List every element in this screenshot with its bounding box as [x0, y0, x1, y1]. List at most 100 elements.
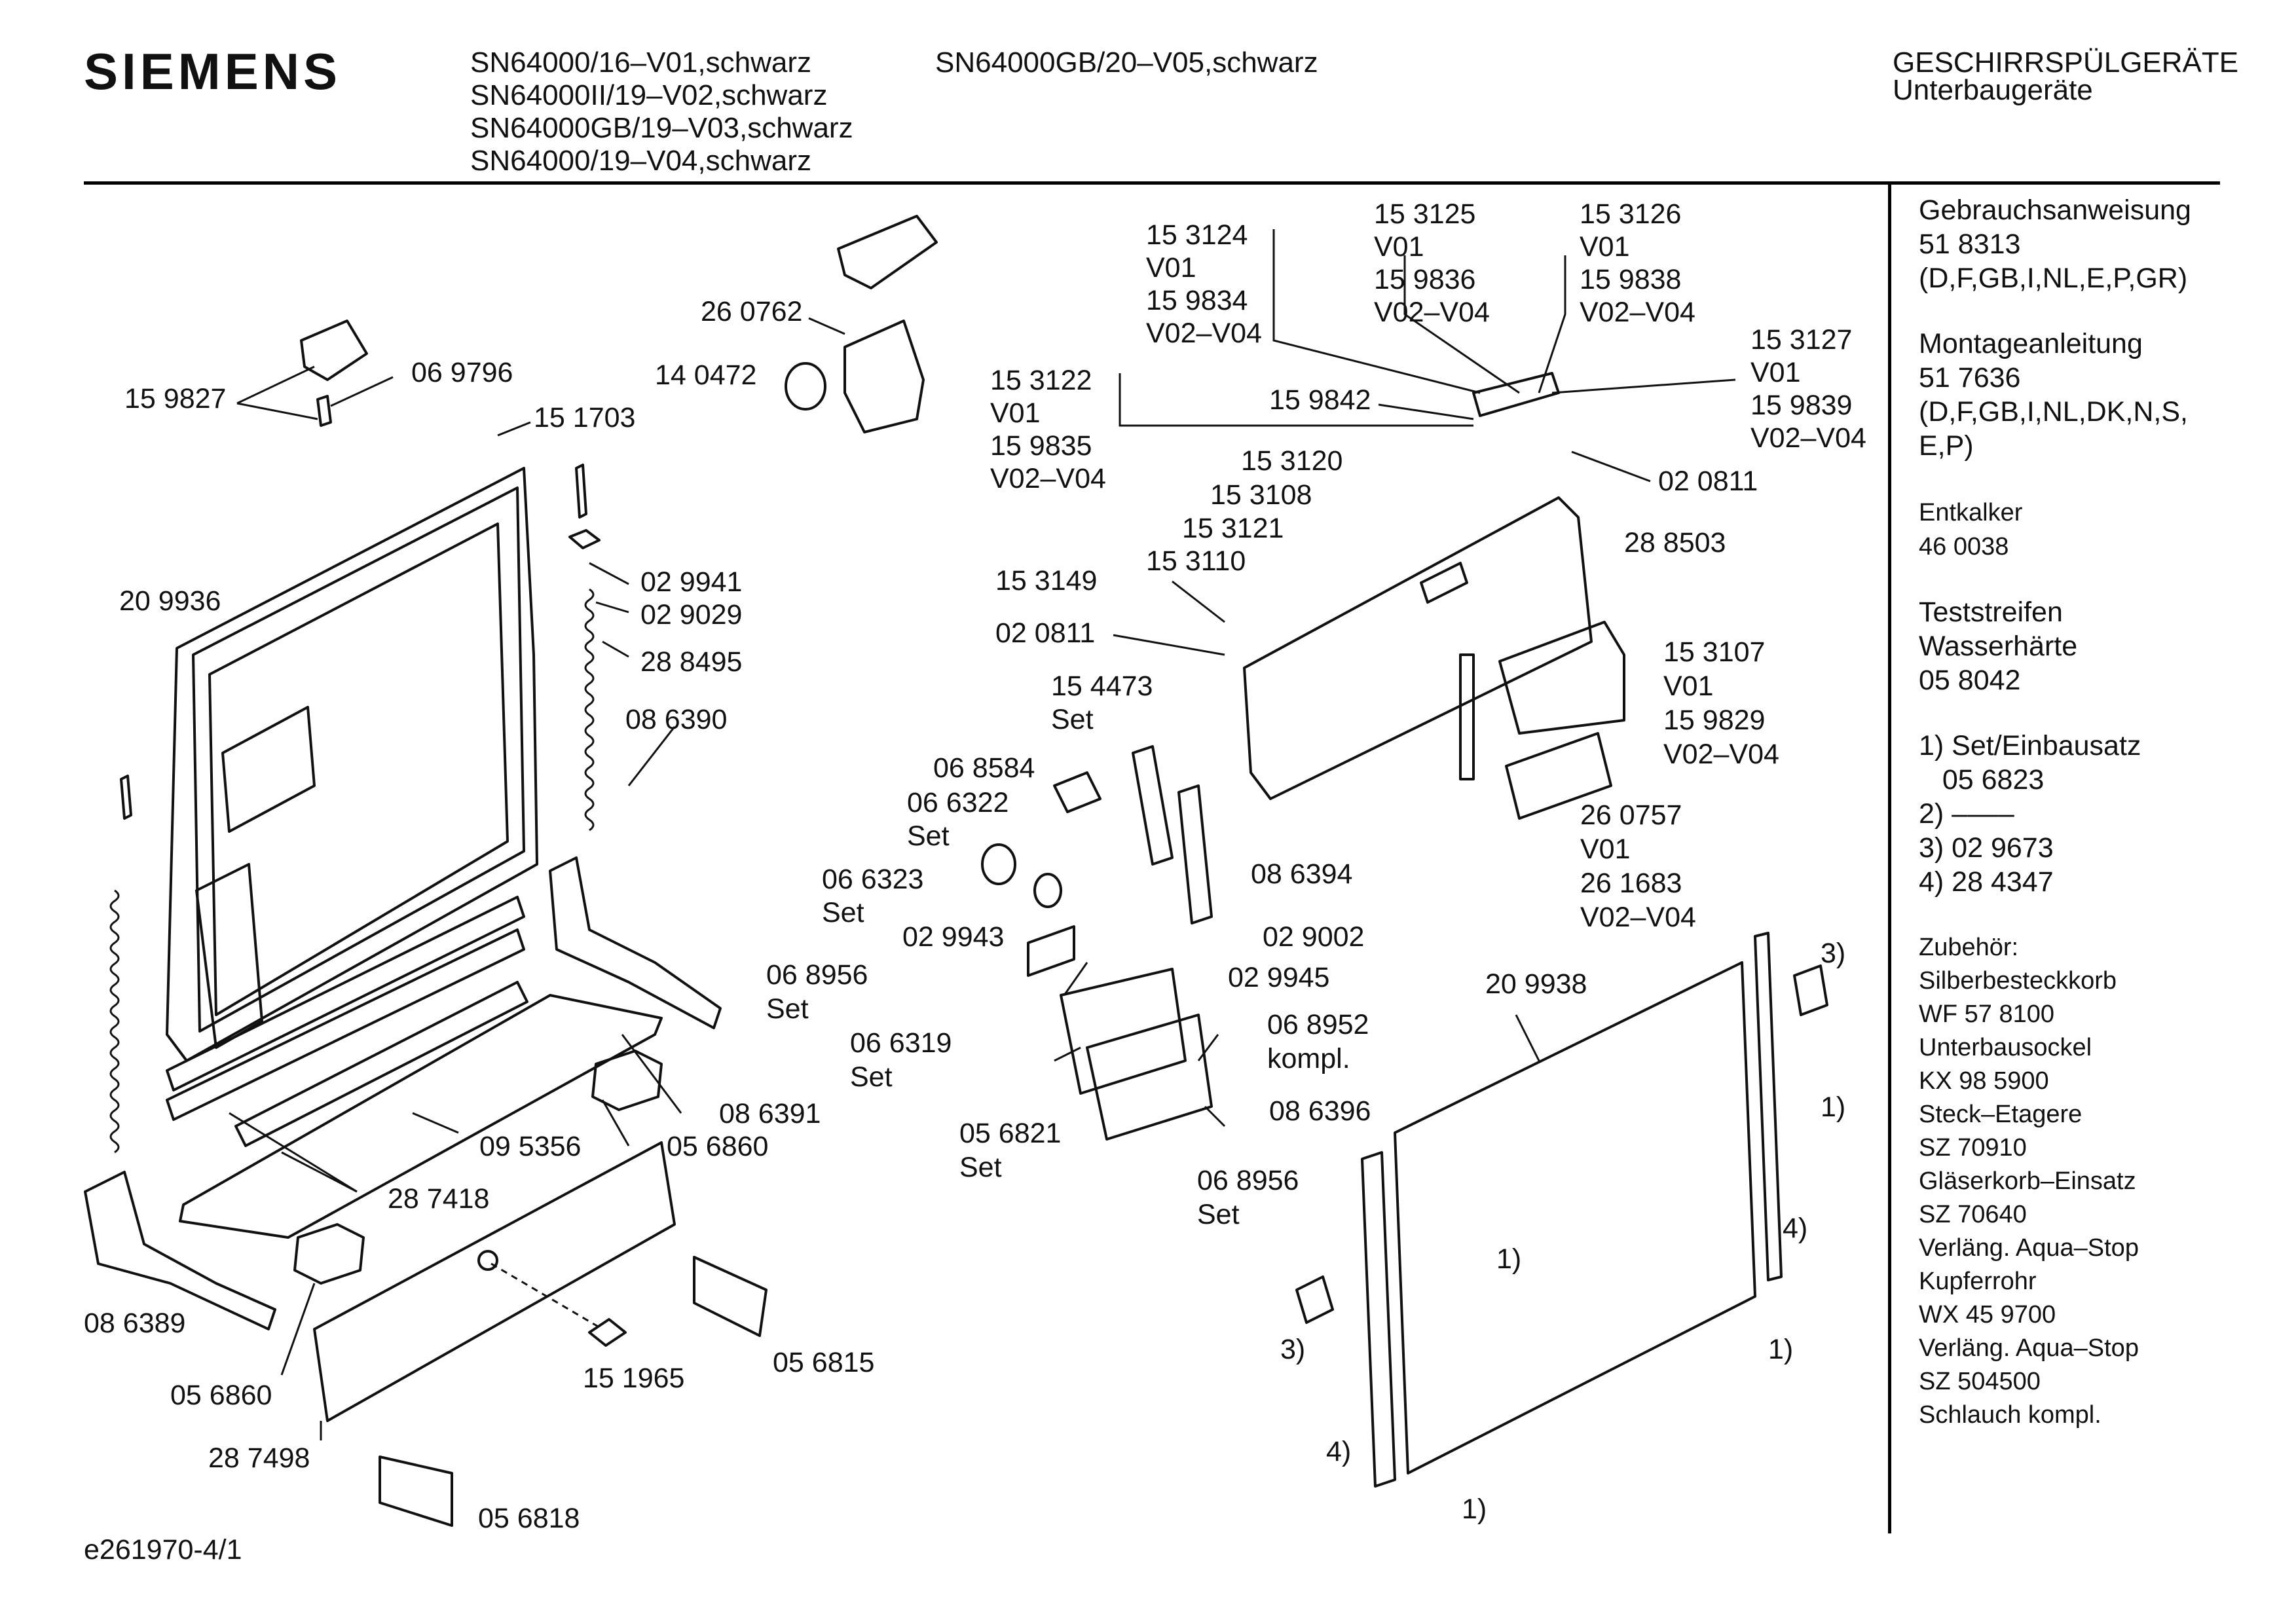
- sidebar-install-languages-2: E,P): [1919, 430, 1974, 462]
- part-label-261683: 26 1683: [1580, 868, 1682, 899]
- sidebar-accessory-line: Gläserkorb–Einsatz: [1919, 1167, 2136, 1195]
- part-label-066323-set: Set: [822, 897, 864, 928]
- part-label-153125: 15 3125: [1374, 198, 1476, 230]
- part-label-086391: 08 6391: [719, 1098, 821, 1129]
- header-divider: [84, 181, 2220, 185]
- part-label-153110: 15 3110: [1146, 545, 1246, 577]
- model-line-1: SN64000/16–V01,schwarz: [470, 46, 811, 79]
- part-label-029029: 02 9029: [640, 599, 743, 631]
- sidebar-accessory-line: Unterbausockel: [1919, 1034, 2092, 1061]
- part-label-153107: 15 3107: [1663, 636, 1766, 668]
- control-panel-carrier: [1243, 372, 1593, 800]
- part-label-029943: 02 9943: [902, 921, 1005, 953]
- part-label-159835: 15 9835: [990, 430, 1092, 462]
- timer-switch: [785, 215, 938, 433]
- part-label-154473: 15 4473: [1051, 670, 1153, 702]
- part-label-261683-variant: V02–V04: [1580, 902, 1696, 933]
- sidebar-accessory-line: Kupferrohr: [1919, 1268, 2037, 1295]
- sidebar-accessory-line: WF 57 8100: [1919, 1000, 2054, 1028]
- part-label-068956-lower-set: Set: [1197, 1199, 1240, 1230]
- brand-logo: SIEMENS: [84, 43, 342, 100]
- kick-plate: [313, 1141, 676, 1422]
- part-label-159836-variant: V02–V04: [1374, 297, 1490, 328]
- part-label-086396: 08 6396: [1269, 1095, 1371, 1127]
- sidebar-install-title: Montageanleitung: [1919, 328, 2143, 359]
- part-label-153126-variant: V01: [1580, 231, 1630, 263]
- part-label-153121: 15 3121: [1182, 513, 1284, 544]
- part-label-056860-left: 05 6860: [170, 1380, 272, 1411]
- model-line-4: SN64000/19–V04,schwarz: [470, 145, 811, 177]
- part-label-020811-mid: 02 0811: [995, 617, 1096, 649]
- part-label-159829: 15 9829: [1663, 705, 1766, 736]
- sidebar-accessory-line: Verläng. Aqua–Stop: [1919, 1234, 2139, 1262]
- footnote-marker: 1): [1821, 1091, 1846, 1123]
- outer-door-panel: [1295, 932, 1828, 1488]
- sidebar-teststrip-number: 05 8042: [1919, 665, 2021, 696]
- part-label-153120: 15 3120: [1241, 445, 1343, 477]
- part-label-066322: 06 6322: [907, 787, 1009, 818]
- footnote-marker: 3): [1280, 1334, 1306, 1365]
- sidebar-accessory-line: Schlauch kompl.: [1919, 1401, 2102, 1429]
- part-label-086390: 08 6390: [625, 704, 728, 735]
- part-label-159834: 15 9834: [1146, 285, 1248, 316]
- part-label-159839-variant: V02–V04: [1750, 422, 1866, 454]
- top-clip: [300, 320, 368, 427]
- part-label-153122-variant: V01: [990, 397, 1041, 429]
- part-label-209936: 20 9936: [119, 585, 221, 617]
- part-label-153122: 15 3122: [990, 365, 1092, 396]
- part-label-068584: 06 8584: [933, 752, 1035, 784]
- drawing-id: e261970-4/1: [84, 1534, 242, 1566]
- part-label-153108: 15 3108: [1210, 479, 1312, 511]
- part-label-056818: 05 6818: [478, 1503, 580, 1534]
- leader-lines: [229, 229, 1736, 1440]
- sidebar-accessory-line: SZ 504500: [1919, 1368, 2041, 1395]
- category-title: GESCHIRRSPÜLGERÄTE: [1893, 46, 2239, 79]
- sidebar-footnote-3: 3) 02 9673: [1919, 832, 2054, 864]
- sidebar-accessory-line: Silberbesteckkorb: [1919, 967, 2117, 995]
- left-hinge-spring: [84, 775, 276, 1330]
- part-label-154473-set: Set: [1051, 704, 1094, 735]
- sidebar-manual-number: 51 8313: [1919, 229, 2021, 260]
- sidebar-manual-title: Gebrauchsanweisung: [1919, 194, 2191, 226]
- part-label-159838-variant: V02–V04: [1580, 297, 1695, 328]
- footnote-marker: 3): [1821, 938, 1846, 969]
- part-label-209938: 20 9938: [1485, 968, 1587, 1000]
- part-label-159839: 15 9839: [1750, 390, 1853, 421]
- part-label-159838: 15 9838: [1580, 264, 1682, 295]
- part-label-151965: 15 1965: [583, 1363, 685, 1394]
- sidebar-accessory-line: KX 98 5900: [1919, 1067, 2049, 1095]
- part-label-151703: 15 1703: [534, 402, 636, 433]
- sidebar-footnote-4: 4) 28 4347: [1919, 866, 2054, 898]
- footnote-marker: 4): [1326, 1436, 1352, 1467]
- part-label-260757-variant: V01: [1580, 833, 1631, 865]
- part-label-068952: 06 8952: [1267, 1009, 1369, 1040]
- part-label-056815: 05 6815: [773, 1347, 875, 1378]
- footnote-marker: 1): [1462, 1493, 1487, 1525]
- footnote-marker: 1): [1768, 1334, 1794, 1365]
- sidebar-accessories-heading: Zubehör:: [1919, 934, 2019, 961]
- sidebar-teststrip-title-2: Wasserhärte: [1919, 631, 2078, 662]
- part-label-159842: 15 9842: [1269, 384, 1371, 416]
- part-label-020811-top: 02 0811: [1658, 466, 1758, 497]
- part-label-056821-set: Set: [959, 1152, 1002, 1183]
- part-label-288503: 28 8503: [1624, 527, 1726, 559]
- sidebar-descaler-title: Entkalker: [1919, 499, 2023, 526]
- part-label-086394: 08 6394: [1251, 858, 1353, 890]
- part-label-159836: 15 9836: [1374, 264, 1476, 295]
- sidebar-install-languages-1: (D,F,GB,I,NL,DK,N,S,: [1919, 396, 2188, 428]
- sidebar-footnote-1-number: 05 6823: [1919, 764, 2045, 796]
- right-hinge-spring: [549, 464, 722, 1029]
- part-label-068956-lower: 06 8956: [1197, 1165, 1299, 1196]
- part-label-056821: 05 6821: [959, 1118, 1062, 1149]
- door-inner-panel: [166, 467, 538, 1062]
- part-label-260757: 26 0757: [1580, 799, 1682, 831]
- part-label-095356: 09 5356: [479, 1131, 582, 1162]
- sidebar-descaler-number: 46 0038: [1919, 533, 2009, 560]
- part-label-159829-variant: V02–V04: [1663, 739, 1779, 770]
- sidebar-footnote-1: 1) Set/Einbausatz: [1919, 730, 2141, 761]
- part-label-153149: 15 3149: [995, 565, 1098, 596]
- part-label-029945: 02 9945: [1228, 962, 1330, 993]
- part-label-153126: 15 3126: [1580, 198, 1682, 230]
- part-label-153125-variant: V01: [1374, 231, 1424, 263]
- part-label-153107-variant: V01: [1663, 670, 1714, 702]
